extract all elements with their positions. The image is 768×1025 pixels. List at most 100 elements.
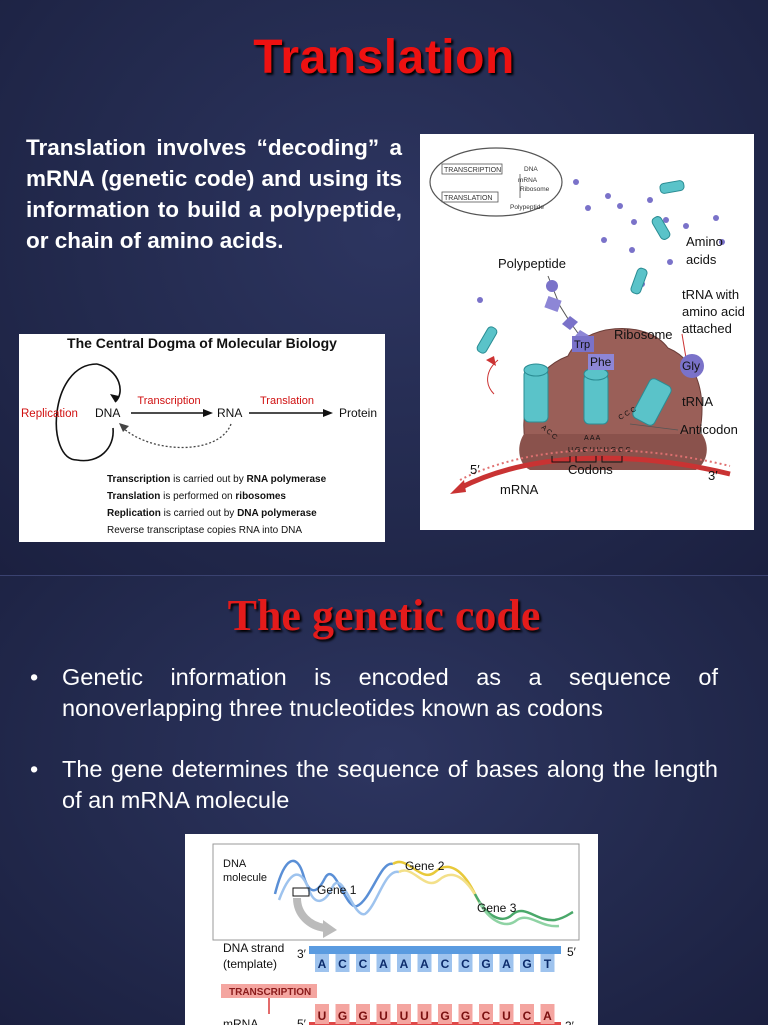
mrna-three-prime: 3′ (565, 1019, 575, 1025)
bullet-dot: • (30, 664, 39, 690)
dna-base-letter: C (359, 957, 368, 971)
dna-base-block (540, 954, 555, 972)
gene-zoom-box (292, 887, 310, 897)
gly-circle (680, 354, 704, 378)
mrna-base-letter: A (543, 1009, 552, 1023)
zoom-arrow (293, 897, 326, 932)
trna-free-3 (630, 267, 648, 295)
inset-ribosome-label: Ribosome (520, 186, 550, 193)
gene1-label: Gene 1 (317, 883, 357, 897)
trna-label: tRNA (682, 394, 713, 409)
mrna-base-letter: U (420, 1009, 429, 1023)
trp-block (572, 336, 594, 352)
trna-free-4 (476, 326, 498, 354)
dna-base-letter: A (420, 957, 429, 971)
mrna-base-block (335, 1004, 350, 1024)
dna-base-letter: G (522, 957, 531, 971)
inset-polypeptide-label: Polypeptide (510, 204, 544, 211)
dna-base-letter: C (338, 957, 347, 971)
dna-base-block (438, 954, 452, 972)
dna-base-block (520, 954, 534, 972)
acids-label: acids (686, 252, 717, 267)
dna-base-block (499, 954, 514, 972)
dna-base-letter: A (379, 957, 388, 971)
mrna-base-block (499, 1004, 514, 1024)
mrna-base-letter: U (502, 1009, 511, 1023)
mrna-base-letter: G (358, 1009, 367, 1023)
amino-acid-label: amino acid (682, 304, 745, 319)
bullet-item: • Genetic information is encoded as a seq… (30, 662, 718, 724)
gene2-label: Gene 2 (405, 859, 445, 873)
replication-loop (55, 363, 98, 461)
mrna-base-block (438, 1004, 452, 1024)
gene3-label: Gene 3 (477, 901, 517, 915)
bullet-list: • Genetic information is encoded as a seq… (30, 662, 718, 846)
transcription-box (221, 984, 317, 998)
dogma-title: The Central Dogma of Molecular Biology (67, 335, 337, 351)
dna-base-block (335, 954, 350, 972)
transcription-label: Transcription (137, 395, 200, 407)
gene-figure: DNA molecule Gene 2 Gene 1 Gene 3 DNA st… (185, 834, 598, 1025)
mrna-base-block (376, 1004, 391, 1024)
gly-label: Gly (682, 359, 700, 373)
bullet-text: Genetic information is encoded as a sequ… (62, 664, 718, 721)
mrna-five-prime: 5′ (297, 1017, 307, 1025)
dna-label: DNA (95, 406, 120, 420)
dna-base-letter: C (461, 957, 470, 971)
polypeptide-label: Polypeptide (498, 256, 566, 271)
trna-site-3 (632, 378, 672, 426)
codons-label: Codons (568, 462, 613, 477)
anticodon-label: Anticodon (680, 422, 738, 437)
mrna-base-block (520, 1004, 534, 1024)
mrna-strand (450, 449, 731, 494)
inset-translation-label: TRANSLATION (444, 195, 493, 202)
mrna-base-block (397, 1004, 411, 1024)
trna-site-1 (523, 369, 549, 423)
rna-label: RNA (217, 406, 242, 420)
dna-base-block (397, 954, 411, 972)
mrna-label: mRNA (500, 482, 539, 497)
ribosome-label: Ribosome (614, 327, 673, 342)
slide-translation: Translation Translation involves “decodi… (0, 0, 768, 575)
mrna-base-letter: C (482, 1009, 491, 1023)
mrna-base-letter: U (318, 1009, 327, 1023)
mrna-base-letter: G (338, 1009, 347, 1023)
translation-paragraph: Translation involves “decoding” a mRNA (… (26, 135, 402, 253)
dna-base-block (417, 954, 432, 972)
mrna-strand-label: mRNA (223, 1017, 258, 1025)
bullet-item: •The gene determines the sequence of bas… (30, 754, 718, 816)
dna-base-letter: G (481, 957, 490, 971)
dna-base-block (376, 954, 391, 972)
inset-transcription-label: TRANSCRIPTION (444, 167, 501, 174)
trp-label: Trp (574, 339, 590, 351)
template-label: (template) (223, 957, 277, 971)
dna-molecule-label-1: DNA (223, 858, 247, 870)
note-translation: Translation is performed on ribosomes (107, 491, 286, 502)
protein-label: Protein (339, 406, 377, 420)
mrna-base-block (417, 1004, 432, 1024)
dna-base-block (479, 954, 493, 972)
dna-panel (212, 843, 580, 941)
mrna-base-letter: G (461, 1009, 470, 1023)
polypeptide-chain (544, 275, 590, 346)
mrna-base-letter: G (440, 1009, 449, 1023)
phe-block (588, 354, 614, 370)
mrna-base-letter: U (379, 1009, 388, 1023)
dna-base-block (458, 954, 473, 972)
anticodon-seq-2: A A A (584, 435, 601, 442)
dna-base-letter: C (441, 957, 450, 971)
mrna-base-letter: U (400, 1009, 409, 1023)
translation-label: Translation (260, 395, 314, 407)
inset-cell (429, 147, 563, 217)
dna-helix (273, 859, 574, 928)
dna-backbone (309, 946, 561, 954)
phe-label: Phe (590, 355, 612, 369)
dna-base-letter: A (400, 957, 409, 971)
dna-five-prime: 5′ (567, 945, 577, 959)
inset-mrna-label: mRNA (518, 177, 538, 184)
mrna-base-letter: C (523, 1009, 532, 1023)
five-prime-label: 5′ (470, 462, 480, 477)
central-dogma-figure: The Central Dogma of Molecular Biology R… (19, 334, 385, 542)
dna-base-block (356, 954, 370, 972)
inset-dna-label: DNA (524, 166, 538, 173)
